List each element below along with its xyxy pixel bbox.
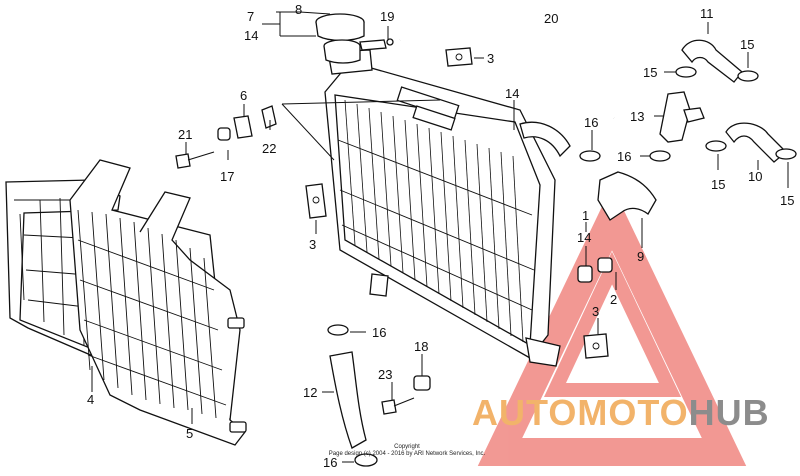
watermark-logo-auto: AUTOMOTO: [472, 392, 689, 433]
watermark-triangle: [477, 185, 747, 466]
hose-9: [597, 171, 657, 221]
vent-nipple: [386, 38, 394, 46]
watermark-logo-hub: HUB: [688, 392, 770, 433]
watermark-logo: AUTOMOTOHUB: [472, 392, 770, 434]
callout-23: 23: [378, 367, 392, 382]
callout-labels: 7 8 14 19 20 11 15 15 3 14 6 21 22 17 13…: [87, 2, 794, 470]
leader-lines: [91, 11, 789, 463]
callout-3-top: 3: [487, 51, 494, 66]
callout-20: 20: [544, 11, 558, 26]
callout-3-low: 3: [592, 304, 599, 319]
callout-16-c: 16: [372, 325, 386, 340]
callout-15-b: 15: [643, 65, 657, 80]
radiator-core: [324, 49, 571, 367]
callout-16-a: 16: [584, 115, 598, 130]
callout-3-mid: 3: [309, 237, 316, 252]
callout-21: 21: [178, 127, 192, 142]
callout-15-c: 15: [711, 177, 725, 192]
callout-4: 4: [87, 392, 94, 407]
callout-7: 7: [247, 9, 254, 24]
upper-hose-11: [681, 39, 743, 83]
hose-12: [329, 351, 367, 449]
callout-16-d: 16: [323, 455, 337, 470]
callout-13: 13: [630, 109, 644, 124]
callout-19: 19: [380, 9, 394, 24]
callout-15-d: 15: [780, 193, 794, 208]
callout-22: 22: [262, 141, 276, 156]
callout-12: 12: [303, 385, 317, 400]
overflow-tube-inner: [399, 28, 616, 119]
hose-10: [725, 122, 787, 163]
callout-6: 6: [240, 88, 247, 103]
front-shroud: [5, 179, 131, 373]
copyright-line-1: Copyright: [394, 444, 420, 450]
callout-18: 18: [414, 339, 428, 354]
copyright-line-2: Page design (c) 2004 - 2016 by ARI Netwo…: [328, 451, 486, 457]
radiator-fins: [344, 99, 524, 343]
callout-10: 10: [748, 169, 762, 184]
callout-5: 5: [186, 426, 193, 441]
louver-grille: [69, 159, 247, 446]
callout-9: 9: [637, 249, 644, 264]
fasteners: [175, 105, 613, 415]
mounting-brackets: [305, 47, 609, 359]
callout-2: 2: [610, 292, 617, 307]
callout-14-right: 14: [577, 230, 591, 245]
hose-joint-13: [659, 91, 691, 143]
radiator-cap: [315, 13, 387, 64]
callout-8: 8: [295, 2, 302, 17]
callout-17: 17: [220, 169, 234, 184]
callout-1: 1: [582, 208, 589, 223]
callout-14-core: 14: [505, 86, 519, 101]
callout-15-a: 15: [740, 37, 754, 52]
callout-16-b: 16: [617, 149, 631, 164]
callout-11: 11: [700, 6, 714, 21]
callout-14-cap: 14: [244, 28, 258, 43]
copyright-notice: Copyright Page design (c) 2004 - 2016 by…: [312, 444, 502, 458]
